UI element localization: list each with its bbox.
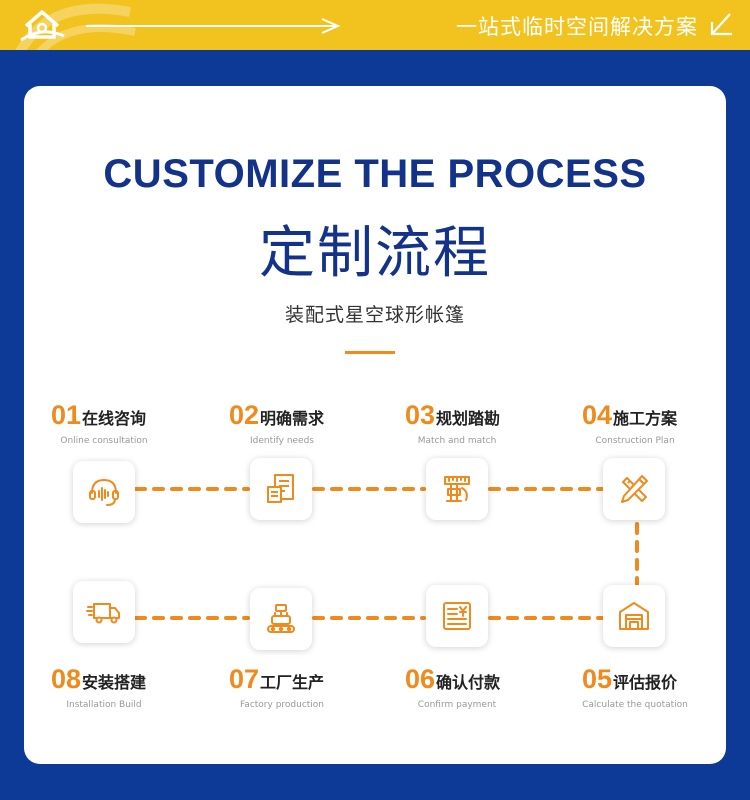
step-06-icon-box (426, 585, 488, 647)
step-08-subtitle: Installation Build (66, 700, 142, 710)
step-01-icon-box (73, 461, 135, 523)
step-04-label: 04施工方案 (582, 400, 677, 431)
step-number: 07 (229, 664, 260, 694)
step-number: 08 (51, 664, 82, 694)
step-name: 施工方案 (613, 409, 678, 428)
step-number: 06 (405, 664, 436, 694)
step-03-icon-box (426, 458, 488, 520)
step-02-label: 02明确需求 (229, 400, 324, 431)
step-name: 安装搭建 (82, 673, 147, 692)
step-03-label: 03规划踏勘 (405, 400, 500, 431)
truck-icon (86, 603, 120, 624)
product-subtitle: 装配式星空球形帐篷 (284, 304, 465, 326)
pencil-ruler-icon (621, 475, 648, 503)
corner-arrow-icon (710, 13, 732, 36)
warehouse-icon (619, 602, 649, 630)
step-name: 确认付款 (436, 673, 501, 692)
step-06-label: 06确认付款 (405, 664, 500, 695)
title-divider (345, 351, 395, 354)
invoice-icon (443, 602, 471, 630)
step-number: 02 (229, 400, 260, 430)
step-name: 评估报价 (613, 673, 678, 692)
step-04-icon-box (603, 458, 665, 520)
step-07-icon-box (250, 588, 312, 650)
step-01-label: 01在线咨询 (51, 400, 146, 431)
step-name: 工厂生产 (260, 673, 325, 692)
top-banner: 一站式临时空间解决方案 (0, 0, 750, 50)
step-08-label: 08安装搭建 (51, 664, 146, 695)
header-slogan: 一站式临时空间解决方案 (456, 15, 698, 39)
survey-icon (444, 476, 470, 502)
step-07-label: 07工厂生产 (229, 664, 324, 695)
page-title-en: CUSTOMIZE THE PROCESS (103, 152, 647, 196)
step-number: 03 (405, 400, 436, 430)
step-01-subtitle: Online consultation (60, 436, 148, 446)
step-name: 明确需求 (260, 409, 325, 428)
process-card: CUSTOMIZE THE PROCESS 定制流程 装配式星空球形帐篷 01在… (24, 86, 726, 764)
step-05-label: 05评估报价 (582, 664, 677, 695)
step-03-subtitle: Match and match (417, 436, 497, 446)
step-02-icon-box (250, 458, 312, 520)
step-number: 04 (582, 400, 613, 430)
robot-arm-icon (267, 604, 295, 633)
step-name: 在线咨询 (82, 409, 147, 428)
header-arrow-icon (86, 18, 341, 34)
step-04-subtitle: Construction Plan (595, 436, 675, 446)
brand-logo-icon (20, 10, 65, 42)
process-connectors (134, 487, 639, 620)
step-08-icon-box (73, 581, 135, 643)
step-05-subtitle: Calculate the quotation (582, 700, 688, 710)
step-number: 01 (51, 400, 82, 430)
document-icon (267, 474, 294, 503)
watermark-logo-icon (15, 3, 136, 50)
headset-icon (89, 478, 119, 506)
step-02-subtitle: Identify needs (249, 436, 314, 446)
step-06-subtitle: Confirm payment (417, 700, 497, 710)
step-07-subtitle: Factory production (239, 700, 325, 710)
step-number: 05 (582, 664, 613, 694)
step-name: 规划踏勘 (436, 409, 501, 428)
step-05-icon-box (603, 585, 665, 647)
page-title-cn: 定制流程 (259, 221, 491, 286)
